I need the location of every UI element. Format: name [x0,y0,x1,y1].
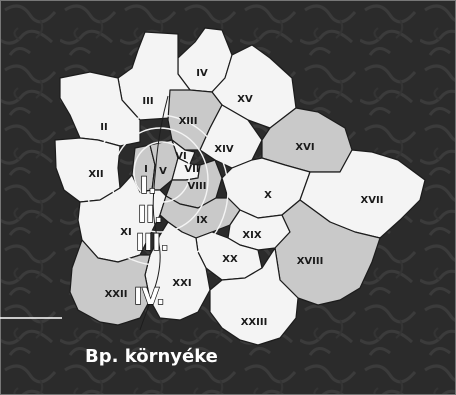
zone-label-2: II. [138,203,163,228]
district-label-ii: II [100,122,107,133]
district-label-xvi: XVI [295,142,314,153]
district-label-xii: XII [88,169,103,180]
zone-labels: I. II. III. IV. [133,173,169,310]
district-label-xx: XX [222,254,238,265]
map-caption: Bp. környéke [85,346,218,367]
zone-label-3: III. [136,231,169,256]
zone-rings [87,114,229,266]
district-label-xi: XI [120,227,131,238]
district-labels: IV XV III XIII II XIV XVI XII I V VI VII… [88,68,383,328]
district-label-x: X [264,190,272,201]
district-label-viii: VIII [188,181,207,192]
district-label-xxiii: XXIII [241,317,268,328]
zone-ring-3 [87,114,229,266]
district-label-xix: XIX [242,230,261,241]
district-label-xv: XV [237,94,253,105]
district-label-xviii: XVIII [297,256,324,267]
district-label-v: V [159,166,167,177]
river-line [139,95,169,331]
district-label-xvii: XVII [361,195,384,206]
district-xix[interactable] [227,209,291,251]
district-label-xiv: XIV [214,144,233,155]
district-label-xxii: XXII [105,289,128,300]
zone-label-1: I. [140,174,157,199]
district-xxii[interactable] [69,239,151,326]
district-label-vi: VI [175,151,186,162]
district-label-ix: IX [196,215,208,226]
district-xxiii[interactable] [209,247,299,346]
zone-label-4: IV. [134,285,165,310]
district-label-iv: IV [196,68,208,79]
district-label-vii: VII [184,164,199,175]
district-label-i: I [144,164,148,175]
district-label-xxi: XXI [172,278,191,289]
district-label-iii: III [142,96,153,107]
zone-ring-1 [133,141,191,203]
district-label-xiii: XIII [179,116,198,127]
zone-ring-2 [111,127,209,233]
